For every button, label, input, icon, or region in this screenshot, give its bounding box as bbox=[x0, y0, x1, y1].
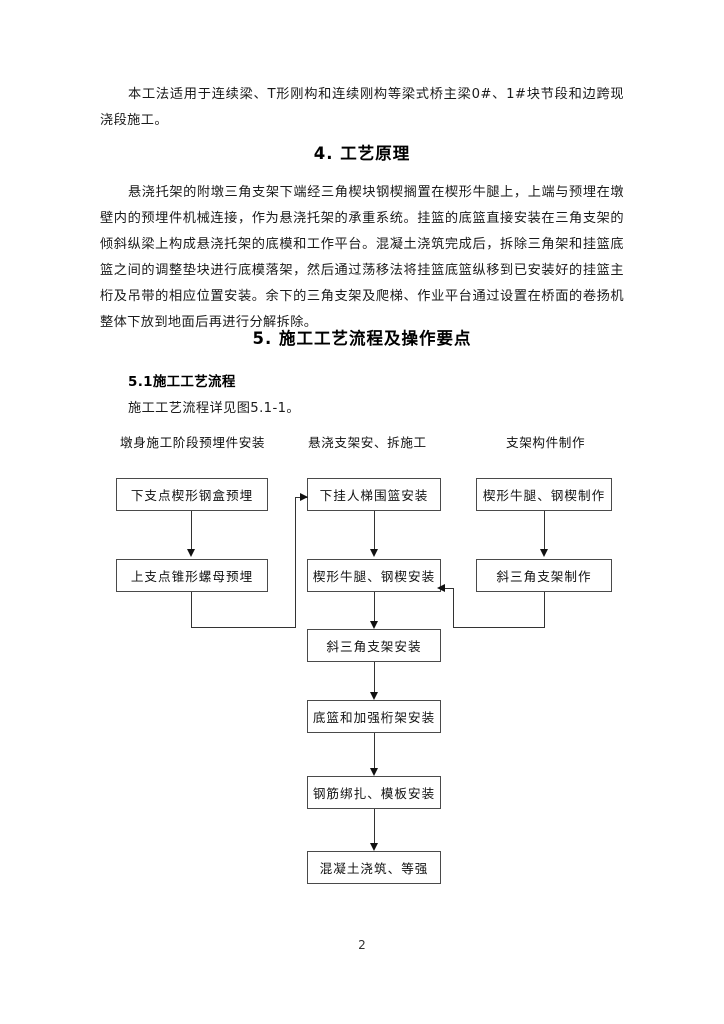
arrowhead-mid-1-to-2 bbox=[369, 549, 378, 557]
section-5-1-heading: 5.1施工工艺流程 bbox=[128, 374, 236, 390]
connector-right-2-down bbox=[544, 592, 545, 628]
connector-mid-1-to-2 bbox=[374, 511, 375, 549]
connector-mid-3-to-4 bbox=[374, 662, 375, 692]
page-number: 2 bbox=[358, 938, 366, 952]
connector-mid-5-to-6 bbox=[374, 809, 375, 843]
arrowhead-mid-3-to-4 bbox=[369, 692, 378, 700]
connector-left-2-across bbox=[191, 627, 296, 628]
section-4-heading: 4. 工艺原理 bbox=[313, 144, 411, 163]
flow-box-left-1[interactable]: 下支点楔形钢盒预埋 bbox=[116, 478, 268, 511]
arrowhead-mid-2-to-3 bbox=[369, 621, 378, 629]
connector-right-2-across bbox=[453, 627, 545, 628]
arrowhead-right-into-mid-2 bbox=[437, 583, 445, 592]
connector-right-1-to-2 bbox=[544, 511, 545, 549]
connector-left-1-to-2 bbox=[191, 511, 192, 549]
flow-box-mid-1[interactable]: 下挂人梯围篮安装 bbox=[307, 478, 441, 511]
flowchart-column-header-left: 墩身施工阶段预埋件安装 bbox=[120, 435, 266, 450]
arrowhead-right-1-to-2 bbox=[539, 549, 548, 557]
flow-box-right-2[interactable]: 斜三角支架制作 bbox=[476, 559, 612, 592]
arrowhead-mid-5-to-6 bbox=[369, 843, 378, 851]
arrowhead-mid-4-to-5 bbox=[369, 768, 378, 776]
flow-box-mid-3[interactable]: 斜三角支架安装 bbox=[307, 629, 441, 662]
connector-left-2-riser bbox=[295, 497, 296, 628]
flow-box-mid-5[interactable]: 钢筋绑扎、模板安装 bbox=[307, 776, 441, 809]
connector-left-2-down bbox=[191, 592, 192, 628]
flowchart-column-header-right: 支架构件制作 bbox=[506, 435, 586, 450]
intro-paragraph: 本工法适用于连续梁、T形刚构和连续刚构等梁式桥主梁0#、1#块节段和边跨现浇段施… bbox=[100, 87, 624, 128]
section-5-heading: 5. 施工工艺流程及操作要点 bbox=[252, 329, 472, 348]
connector-mid-4-to-5 bbox=[374, 733, 375, 768]
arrowhead-left-1-to-2 bbox=[186, 549, 195, 557]
connector-right-2-riser bbox=[453, 588, 454, 628]
section-5-1-body: 施工工艺流程详见图5.1-1。 bbox=[128, 401, 300, 416]
flow-box-mid-2[interactable]: 楔形牛腿、钢楔安装 bbox=[307, 559, 441, 592]
connector-right-into-mid bbox=[441, 588, 454, 589]
flow-box-mid-6[interactable]: 混凝土浇筑、等强 bbox=[307, 851, 441, 884]
arrowhead-left-into-mid-1 bbox=[300, 492, 308, 501]
flowchart-column-header-middle: 悬浇支架安、拆施工 bbox=[308, 435, 427, 450]
connector-mid-2-to-3 bbox=[374, 592, 375, 621]
section-4-body: 悬浇托架的附墩三角支架下端经三角楔块钢楔搁置在楔形牛腿上，上端与预埋在墩壁内的预… bbox=[100, 185, 624, 330]
flow-box-left-2[interactable]: 上支点锥形螺母预埋 bbox=[116, 559, 268, 592]
flow-box-mid-4[interactable]: 底篮和加强桁架安装 bbox=[307, 700, 441, 733]
flow-box-right-1[interactable]: 楔形牛腿、钢楔制作 bbox=[476, 478, 612, 511]
